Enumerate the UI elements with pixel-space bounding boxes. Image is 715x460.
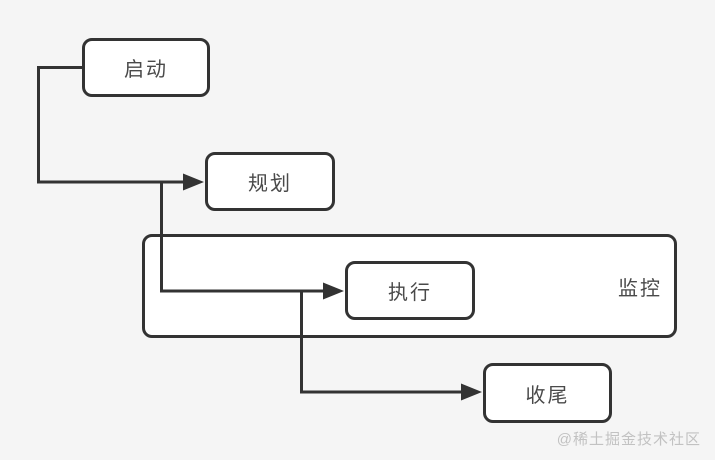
watermark: @稀土掘金技术社区 (556, 431, 701, 448)
node-monitoring-label: 监控 (618, 277, 662, 300)
node-closing: 收尾 (483, 363, 612, 423)
node-planning: 规划 (205, 152, 335, 211)
node-planning-label: 规划 (248, 173, 292, 195)
node-start: 启动 (82, 38, 210, 97)
node-execution: 执行 (345, 261, 475, 320)
node-execution-label: 执行 (388, 282, 432, 304)
arrowhead-planning-icon (183, 173, 204, 191)
node-start-label: 启动 (124, 59, 168, 81)
arrowhead-closing-icon (461, 383, 482, 401)
node-closing-label: 收尾 (525, 384, 570, 407)
